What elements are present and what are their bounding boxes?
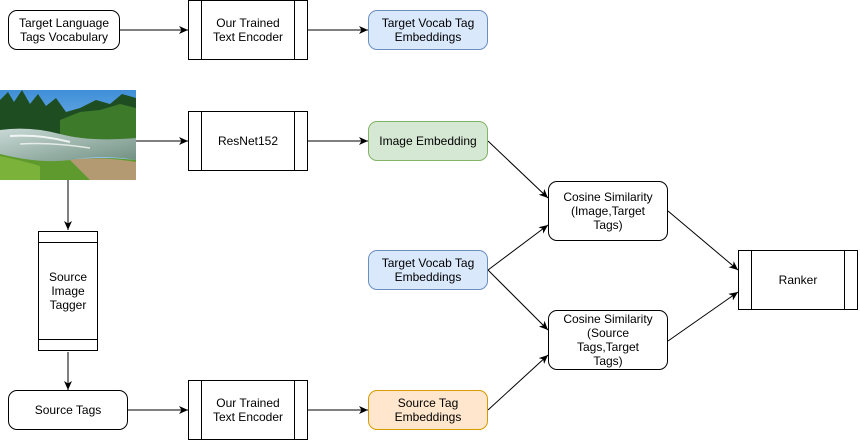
ranker-node: Ranker — [738, 250, 858, 310]
ranker-label: Ranker — [778, 273, 818, 287]
text-encoder-top-node: Our Trained Text Encoder — [188, 0, 308, 60]
text-encoder-bottom-label: Our Trained Text Encoder — [212, 396, 284, 424]
edge-source-emb-to-cosine-source — [487, 354, 549, 411]
source-tags-label: Source Tags — [34, 403, 102, 417]
source-image-tagger-label: Source Image Tagger — [48, 270, 88, 312]
source-tags-node: Source Tags — [8, 390, 128, 430]
target-language-vocab-label: Target Language Tags Vocabulary — [18, 16, 110, 44]
source-tag-embeddings-label: Source Tag Embeddings — [394, 396, 462, 424]
target-vocab-embeddings-top-node: Target Vocab Tag Embeddings — [368, 10, 488, 50]
target-language-vocab-node: Target Language Tags Vocabulary — [8, 10, 120, 50]
edge-cosine-source-to-ranker — [667, 291, 739, 342]
cosine-image-label: Cosine Similarity (Image,Target Tags) — [563, 190, 653, 232]
image-embedding-node: Image Embedding — [368, 121, 488, 161]
cosine-image-node: Cosine Similarity (Image,Target Tags) — [548, 181, 668, 241]
target-vocab-embeddings-top-label: Target Vocab Tag Embeddings — [381, 16, 475, 44]
edge-image-emb-to-cosine-image — [487, 140, 549, 199]
edge-cosine-image-to-ranker — [667, 210, 739, 271]
source-image-tagger-node: Source Image Tagger — [38, 231, 98, 351]
river-landscape-photo — [0, 90, 136, 180]
cosine-source-label: Cosine Similarity (Source Tags,Target Ta… — [563, 312, 653, 368]
source-tag-embeddings-node: Source Tag Embeddings — [368, 390, 488, 430]
text-encoder-bottom-node: Our Trained Text Encoder — [188, 380, 308, 440]
edge-target-emb-to-cosine-source — [487, 269, 549, 331]
edge-target-emb-to-cosine-image — [487, 224, 549, 271]
target-vocab-embeddings-mid-node: Target Vocab Tag Embeddings — [368, 250, 488, 290]
image-embedding-label: Image Embedding — [379, 134, 477, 148]
resnet-label: ResNet152 — [217, 134, 279, 148]
resnet-node: ResNet152 — [188, 111, 308, 171]
target-vocab-embeddings-mid-label: Target Vocab Tag Embeddings — [381, 256, 475, 284]
text-encoder-top-label: Our Trained Text Encoder — [212, 16, 284, 44]
cosine-source-node: Cosine Similarity (Source Tags,Target Ta… — [548, 310, 668, 370]
